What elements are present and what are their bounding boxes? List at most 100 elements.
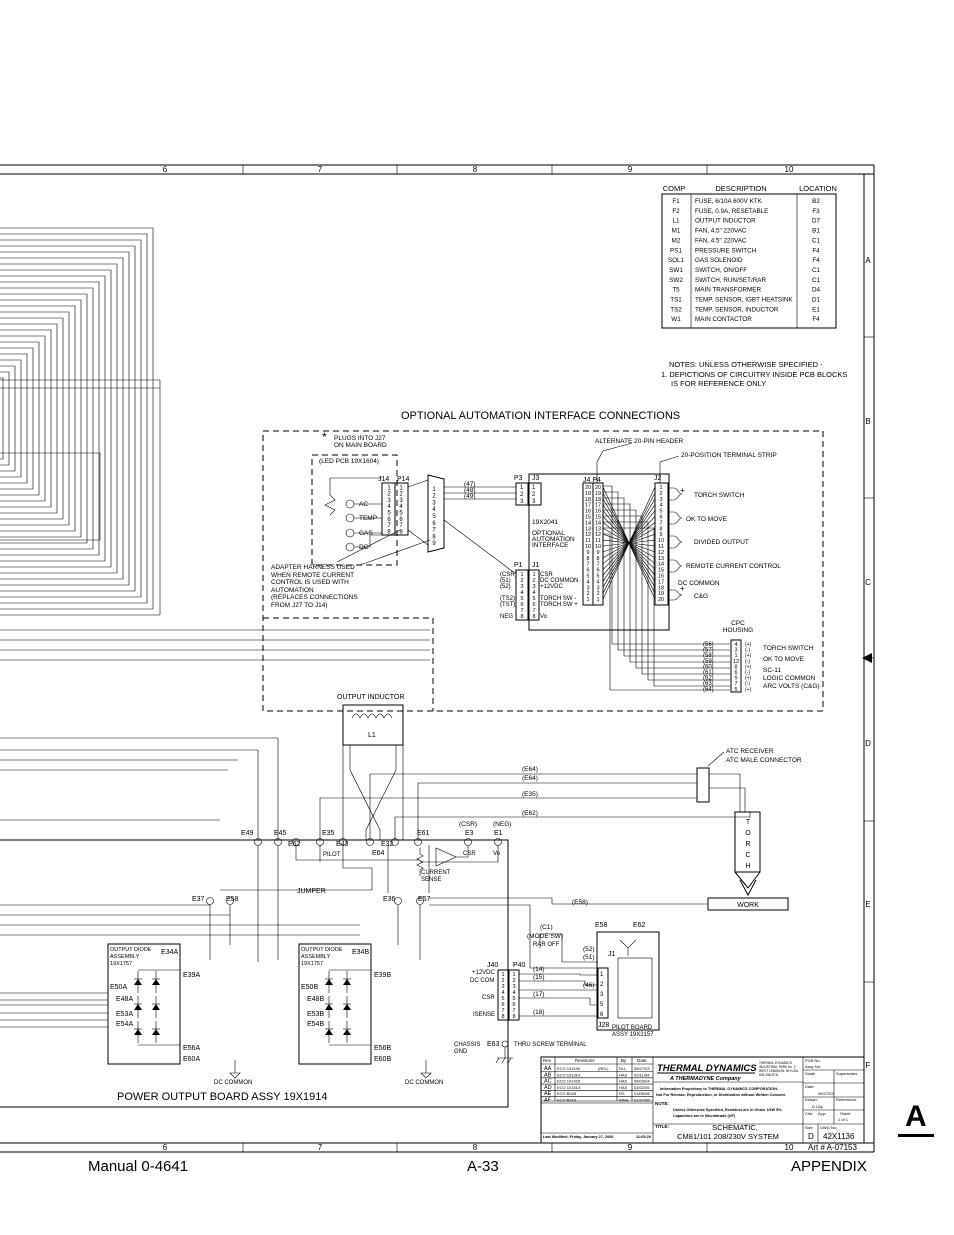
atc-label: ATC MALE CONNECTOR (726, 757, 802, 764)
svg-text:3: 3 (600, 992, 604, 998)
title-label: TITLE: (655, 1124, 669, 1129)
led-label: GAS (359, 530, 373, 537)
current-sense-label: CURRENT (421, 870, 451, 876)
sheet-value: 1 of 1 (838, 1117, 849, 1122)
pin-number: 7 (586, 562, 589, 568)
j40-label: J40 (487, 962, 498, 969)
pin-number: 5 (387, 511, 391, 517)
cpc-label: TORCH SWITCH (763, 645, 814, 652)
pin-number: 19 (585, 491, 591, 497)
rev-cell: AF (544, 1098, 552, 1104)
terminal-label: E54B (307, 1021, 324, 1028)
output-label: REMOTE CURRENT CONTROL (686, 563, 781, 570)
adapter-note: WHEN REMOTE CURRENT (271, 572, 354, 579)
table-cell: F2 (672, 208, 680, 215)
note-line: IS FOR REFERENCE ONLY (671, 379, 766, 388)
output-label: OK TO MOVE (686, 516, 728, 523)
torch-lead (734, 811, 761, 873)
terminal-label: E53B (307, 1011, 324, 1018)
app-label: App: (818, 1111, 826, 1116)
page-number: A-33 (467, 1158, 499, 1175)
pin-number: 6 (387, 517, 391, 523)
pin-number: 2 (399, 492, 403, 498)
rev-cell: 05/27/03 (634, 1066, 650, 1071)
work-label: WORK (737, 902, 759, 909)
torch-letter: C (745, 852, 750, 859)
company-address: WEST LEBANON, NH USA (759, 1069, 799, 1073)
pin-number: 1 (532, 572, 535, 578)
terminal-label: E43 (336, 841, 349, 848)
drawn-value: D.LBy (812, 1104, 823, 1109)
led-pcb-label: (LED PCB 19X1604) (319, 458, 379, 465)
automation-interface-board (528, 473, 670, 631)
col-label: 10 (785, 165, 794, 174)
output-label: DIVIDED OUTPUT (694, 539, 749, 546)
terminal-circle (226, 897, 234, 905)
col-label: 6 (163, 165, 168, 174)
j1-signal: TORCH SW + (540, 602, 578, 608)
pin-number: 15 (658, 568, 664, 574)
wire-label: (52) (583, 946, 595, 953)
terminal-label: E39B (374, 972, 391, 979)
table-cell: D7 (812, 218, 821, 225)
pin-number: 3 (387, 498, 391, 504)
output-diode-assembly-a (107, 943, 181, 1065)
pin-number: 6 (659, 515, 662, 521)
wire-label: (46) (583, 982, 595, 989)
pin-number: 4 (512, 990, 515, 996)
diode-assy-label: OUTPUT DIODE (110, 947, 152, 953)
wire-label: (61) (703, 670, 714, 676)
pin-number: 4 (399, 504, 403, 510)
table-cell: T5 (672, 287, 680, 294)
output-label: TORCH SWITCH (694, 492, 745, 499)
pin-number: 7 (501, 1008, 504, 1014)
rev-cell: AD (544, 1085, 552, 1091)
pin-number: 6 (596, 568, 599, 574)
led-indicators (324, 477, 382, 552)
pin-number: 4 (432, 507, 436, 513)
cpc-label: SC-11 (763, 667, 781, 674)
p1-signal: (TST) (500, 602, 515, 608)
terminal-label: E45 (274, 830, 287, 837)
diode-assy-label: 19X1757 (301, 961, 323, 967)
col-label: 9 (628, 1143, 633, 1152)
size-value: D (808, 1132, 814, 1141)
pin-number: 7 (596, 562, 599, 568)
rev-cell: 02/11/04 (634, 1072, 650, 1077)
power-board-title: POWER OUTPUT BOARD ASSY 19X1914 (117, 1091, 328, 1103)
table-header: COMP (663, 184, 686, 193)
pin-number: 6 (734, 670, 737, 676)
table-cell: L1 (672, 218, 680, 225)
output-label: C&G (694, 593, 708, 600)
rev-cell: ECO B028 (557, 1091, 577, 1096)
pin-number: 9 (734, 676, 737, 682)
dwg-label: DWG No: (820, 1125, 837, 1130)
col-label: 6 (163, 1143, 168, 1152)
p1-signal: (CSR) (500, 572, 517, 578)
pin-number: 3 (512, 984, 515, 990)
table-cell: B1 (812, 228, 820, 235)
pin-number: 5 (532, 596, 535, 602)
polarity: (-) (745, 670, 750, 676)
art-number: Art # A-07153 (808, 1143, 857, 1152)
pin-number: 3 (596, 585, 599, 591)
inductor-ref: L1 (368, 732, 376, 739)
table-cell: B2 (812, 198, 820, 205)
terminal-circle (206, 897, 214, 905)
signal-label: (CSR) (459, 821, 477, 828)
terminal-circle (414, 838, 422, 846)
wire-label: (E64) (522, 766, 538, 773)
pin-number: 7 (520, 608, 523, 614)
wire-label: (56) (703, 642, 714, 648)
terminal-strip-label: 20-POSITION TERMINAL STRIP (681, 452, 777, 459)
current-sense-amp-icon (435, 847, 457, 867)
pin-number: 2 (532, 578, 535, 584)
rev-cell: 01/27/06 (634, 1098, 650, 1103)
pin-number: 5 (432, 514, 436, 520)
j40-signal: CSR (482, 995, 495, 1001)
terminal-label: E50B (301, 984, 318, 991)
supersedes-label: Supersedes (836, 1071, 857, 1076)
